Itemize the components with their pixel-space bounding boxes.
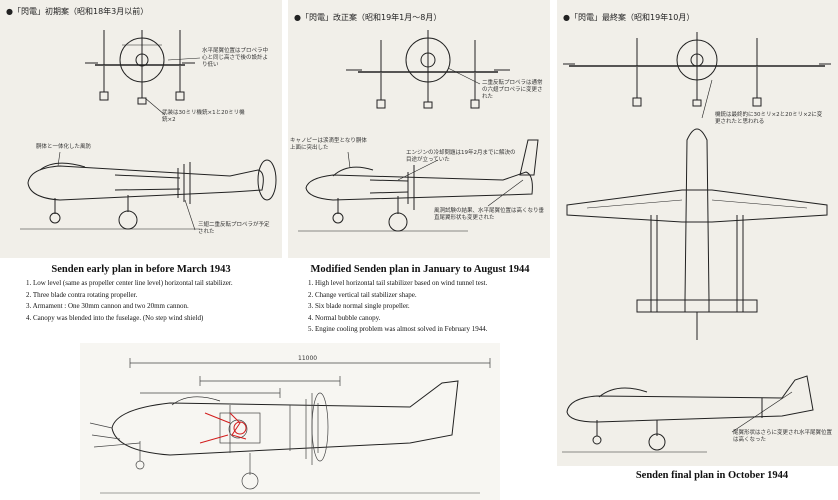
early-plan-item: 3. Armament : One 30mm cannon and two 20… xyxy=(26,302,189,310)
final-plan-title: Senden final plan in October 1944 xyxy=(635,470,789,481)
modified-cooling-note: エンジンの冷却問題は19年2月までに解決の目途が立っていた xyxy=(406,150,516,163)
modified-plan-item: 3. Six blade normal single propeller. xyxy=(308,302,410,310)
overall-length-dimension: 11000 xyxy=(298,355,318,362)
modified-plan-item: 1. High level horizontal tail stabilizer… xyxy=(308,279,488,287)
engineering-drawing-svg xyxy=(89,358,491,494)
final-plan-drawings xyxy=(562,32,831,453)
modified-propeller-note: 二重反転プロペラは通常の六翅プロペラに変更された xyxy=(482,80,543,100)
final-tail-note: 尾翼形状はさらに変更され水平尾翼位置は高くなった xyxy=(733,430,833,443)
early-plan-header: ●「閃電」初期案（昭和18年3月以前） xyxy=(6,7,149,16)
early-plan-item: 4. Canopy was blended into the fuselage.… xyxy=(26,313,204,322)
early-canopy-note: 胴体と一体化した風防 xyxy=(36,144,92,150)
final-plan-panel: ●「閃電」最終案（昭和19年10月） 機銃は最終的に30ミリ×2と20ミリ×2に… xyxy=(557,0,838,466)
modified-plan-item: 2. Change vertical tail stabilizer shape… xyxy=(308,290,417,299)
early-plan-item: 2. Three blade contra rotating propeller… xyxy=(26,290,138,299)
early-armament-note: 武装は30ミリ機銃×1と20ミリ機銃×2 xyxy=(162,110,245,123)
final-plan-header: ●「閃電」最終案（昭和19年10月） xyxy=(563,13,695,22)
engineering-drawing: 11000 xyxy=(80,343,500,500)
modified-canopy-note: キャノピーは涙滴型となり胴体上面に突出した xyxy=(290,138,367,151)
modified-plan-title: Modified Senden plan in January to Augus… xyxy=(310,264,530,275)
final-armament-note: 機銃は最終的に30ミリ×2と20ミリ×2に変更されたと思われる xyxy=(715,112,823,125)
modified-plan-list: 1. High level horizontal tail stabilizer… xyxy=(308,278,487,336)
modified-plan-panel: ●「閃電」改正案（昭和19年1月〜8月） 二重反転プロペラは通常の六翅プロペラに… xyxy=(288,0,550,258)
modified-plan-item: 5. Engine cooling problem was almost sol… xyxy=(308,325,488,333)
modified-plan-drawings xyxy=(298,30,539,232)
modified-plan-item: 4. Normal bubble canopy. xyxy=(308,313,381,322)
early-tail-note: 水平尾翼位置はプロペラ中心と同じ高さで後の設計より低い xyxy=(202,48,269,68)
drawing-red-notes xyxy=(188,405,200,409)
early-plan-list: 1. Low level (same as propeller center l… xyxy=(26,278,233,324)
modified-plan-header: ●「閃電」改正案（昭和19年1月〜8月） xyxy=(294,13,442,22)
modified-tail-note: 風洞試験の結果、水平尾翼位置は高くなり垂直尾翼形状も変更された xyxy=(434,208,545,221)
early-propeller-note: 三翅二重反転プロペラが予定された xyxy=(198,222,270,235)
early-plan-title: Senden early plan in before March 1943 xyxy=(51,264,231,275)
early-plan-item: 1. Low level (same as propeller center l… xyxy=(26,279,233,287)
early-plan-drawings xyxy=(20,30,277,231)
early-plan-panel: ●「閃電」初期案（昭和18年3月以前） 水平尾翼位置はプロペラ中心と同じ高さで後… xyxy=(0,0,282,258)
